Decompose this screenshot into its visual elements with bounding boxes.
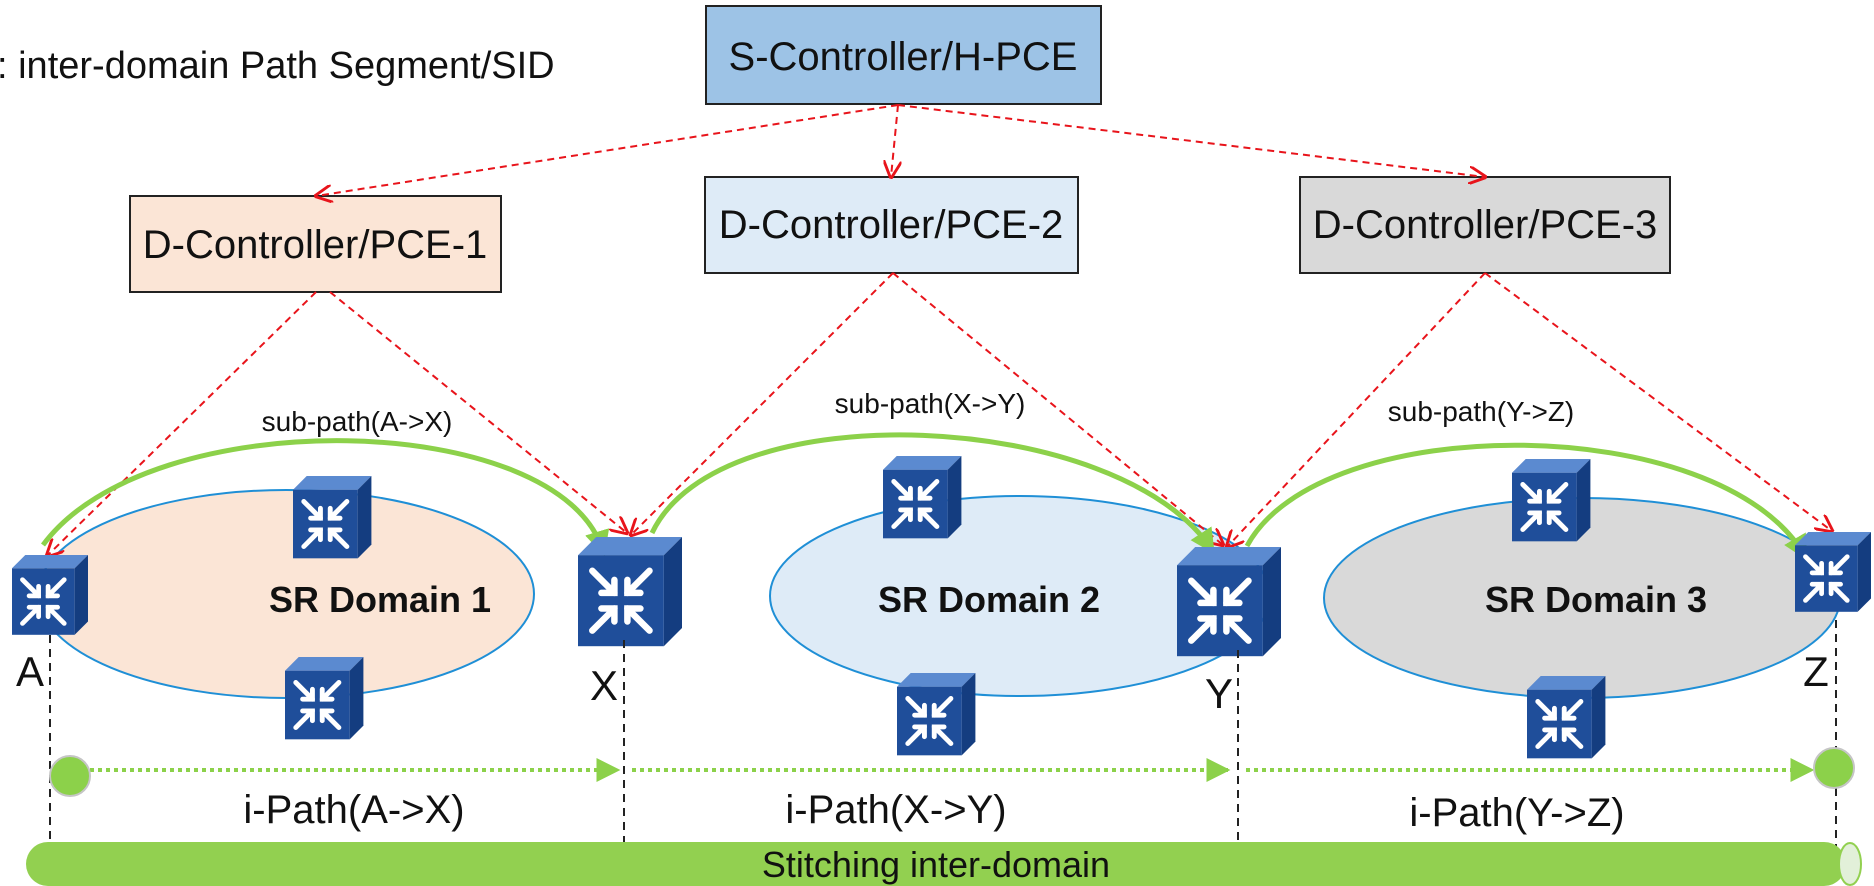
- s-controller-label: S-Controller/H-PCE: [729, 35, 1078, 79]
- router-icon: [897, 673, 975, 755]
- diagram-heading: : inter-domain Path Segment/SID: [0, 45, 555, 87]
- i-path-y-z-label: i-Path(Y->Z): [1409, 791, 1624, 835]
- d-controller-2-box: [704, 176, 1079, 274]
- d-controller-3-label: D-Controller/PCE-3: [1313, 203, 1658, 247]
- router-icon: [285, 657, 363, 739]
- control-link-d1-to-a: [47, 291, 317, 556]
- router-icon: [1527, 676, 1605, 758]
- control-link-d3-to-z: [1484, 272, 1832, 531]
- control-link-d3-to-y: [1227, 272, 1486, 547]
- node-y-label: Y: [1205, 670, 1233, 717]
- stitching-bar: [26, 842, 1846, 886]
- sub-path-y-z-label: sub-path(Y->Z): [1388, 396, 1575, 427]
- stitching-bar-end: [1838, 842, 1862, 886]
- control-link-d2-to-x: [631, 272, 894, 535]
- path-start-dot: [49, 755, 91, 797]
- i-path-a-x-label: i-Path(A->X): [243, 788, 464, 832]
- router-icon: [293, 476, 371, 558]
- sub-path-a-x-arc: [40, 438, 610, 556]
- stitching-label: Stitching inter-domain: [762, 844, 1110, 885]
- node-x-label: X: [590, 662, 618, 709]
- control-link-s-to-d3: [897, 104, 1485, 177]
- d-controller-1-label: D-Controller/PCE-1: [143, 223, 488, 267]
- d-controller-2-label: D-Controller/PCE-2: [719, 203, 1064, 247]
- router-icon: [1177, 547, 1281, 656]
- sr-domain-3-label: SR Domain 3: [1485, 579, 1707, 620]
- router-icon: [1795, 532, 1871, 612]
- control-links: [47, 104, 1832, 556]
- path-end-dot: [1813, 747, 1855, 789]
- s-controller-box: [705, 5, 1102, 105]
- i-path-x-y-label: i-Path(X->Y): [785, 788, 1006, 832]
- router-icon: [578, 537, 682, 646]
- node-a-label: A: [16, 648, 44, 695]
- control-link-s-to-d1: [316, 104, 899, 196]
- sr-domain-1-label: SR Domain 1: [269, 579, 491, 620]
- router-icon: [1512, 459, 1590, 541]
- sub-path-x-y-label: sub-path(X->Y): [835, 388, 1026, 419]
- sub-path-x-y-arc: [649, 432, 1215, 555]
- control-link-s-to-d2: [891, 104, 898, 177]
- sub-paths: [40, 432, 1808, 561]
- control-link-d1-to-x: [329, 291, 627, 533]
- sub-path-a-x-label: sub-path(A->X): [262, 406, 453, 437]
- node-z-label: Z: [1803, 648, 1829, 695]
- sr-domain-2-label: SR Domain 2: [878, 579, 1100, 620]
- router-icon: [883, 456, 961, 538]
- router-icon: [12, 555, 88, 635]
- sub-path-y-z-arc: [1244, 442, 1808, 561]
